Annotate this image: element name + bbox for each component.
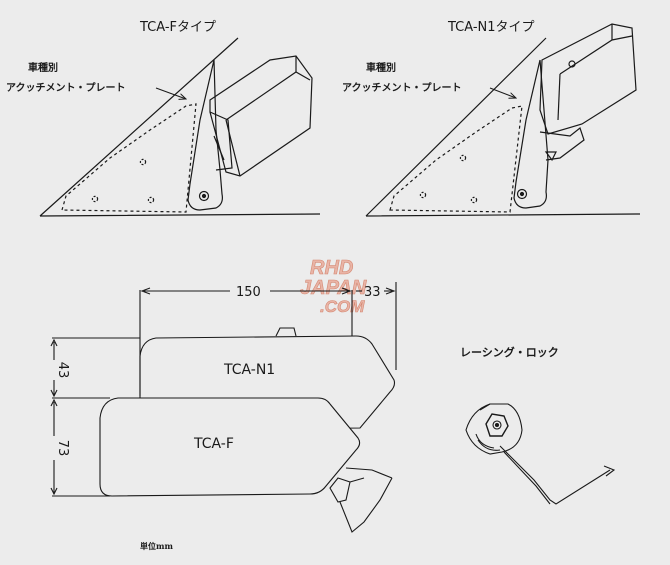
rhdjapan-watermark: RHD JAPAN .COM — [300, 257, 367, 317]
dimension-drawing — [50, 282, 397, 533]
svg-text:JAPAN: JAPAN — [300, 277, 367, 299]
title-tca-n1: TCA-N1タイプ — [447, 20, 535, 35]
attachment-plate-dashed — [61, 103, 197, 213]
svg-text:RHD: RHD — [310, 257, 353, 279]
dim-label-150: 150 — [236, 285, 261, 300]
racing-lock-title: レーシング・ロック — [460, 345, 559, 359]
pivot-screw — [198, 190, 210, 202]
dim-label-73: 73 — [55, 440, 70, 457]
leader-arrow-left — [155, 87, 186, 99]
dim-label-43: 43 — [55, 362, 70, 379]
tca-n1-mirror-outline — [139, 335, 396, 431]
mirror-base-bracket — [513, 59, 549, 209]
door-window-outline — [39, 37, 321, 217]
label-attachment-plate-right: アクッチメント・プレート — [342, 81, 462, 94]
mirror-label-tca-n1: TCA-N1 — [223, 362, 275, 378]
pivot-screw — [516, 188, 528, 200]
label-model-specific-right: 車種別 — [366, 61, 396, 74]
tca-n1-mirror-head — [539, 23, 637, 135]
dim-label-33: 33 — [364, 285, 381, 300]
svg-text:.COM: .COM — [320, 297, 365, 316]
unit-note: 単位mm — [140, 541, 173, 551]
label-model-specific-left: 車種別 — [28, 61, 58, 74]
lock-wire — [499, 445, 611, 505]
tca-f-mirror-outline — [99, 397, 361, 497]
label-attachment-plate-left: アクッチメント・プレート — [6, 81, 126, 94]
mirror-screw — [568, 60, 576, 68]
mirror-label-tca-f: TCA-F — [193, 436, 234, 452]
door-window-outline — [365, 37, 641, 217]
title-tca-f: TCA-Fタイプ — [139, 20, 216, 35]
mirror-base-bracket — [187, 59, 223, 211]
attachment-plate-dashed — [389, 105, 523, 213]
tca-n1-install-view — [365, 23, 641, 217]
mirror-stalk — [329, 477, 351, 503]
leader-arrow-right — [489, 87, 516, 98]
tca-f-mirror-head — [209, 55, 313, 177]
tca-f-install-view — [39, 37, 321, 217]
racing-lock-illustration — [465, 403, 616, 505]
